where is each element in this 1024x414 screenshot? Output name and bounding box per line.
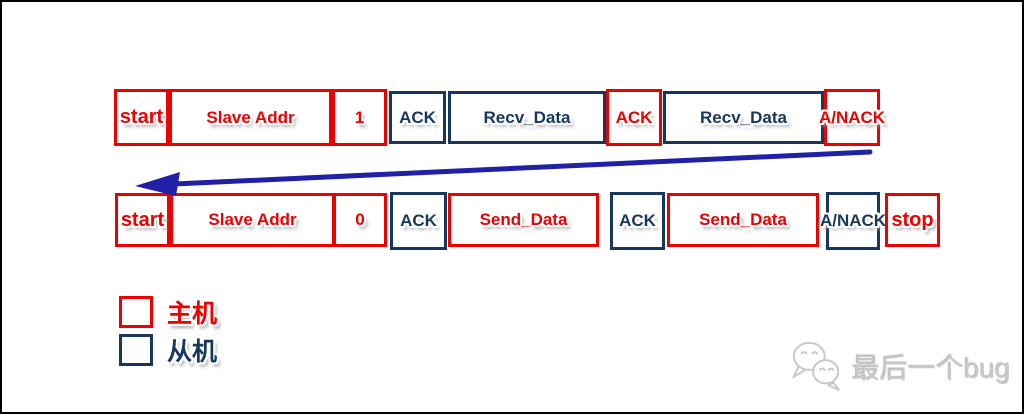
legend-label-master: 主机: [167, 300, 218, 328]
write-frame-cell-start: start: [115, 193, 170, 247]
write-frame-cell-ack: ACK: [610, 192, 665, 250]
write-frame-cell-send-data: Send_Data: [667, 193, 819, 247]
watermark-text: 最后一个bug: [852, 353, 1011, 384]
master-color-swatch: [119, 296, 153, 328]
legend-item-master: 主机: [119, 294, 217, 330]
write-frame-cell-stop: stop: [885, 193, 940, 247]
read-frame-cell-slave-addr: Slave Addr: [169, 89, 332, 146]
write-frame-cell-ack: ACK: [390, 192, 447, 250]
slave-color-swatch: [119, 334, 153, 366]
write-frame-cell-a-nack: A/NACK: [820, 192, 886, 250]
write-frame-cell-0: 0: [333, 193, 387, 247]
read-frame-cell-1: 1: [332, 89, 387, 146]
legend-label-slave: 从机: [167, 338, 218, 366]
read-frame-cell-a-nack: A/NACK: [819, 89, 885, 146]
read-frame-cell-ack: ACK: [606, 89, 662, 146]
read-frame-cell-ack: ACK: [389, 91, 446, 144]
watermark: 最后一个bug: [788, 340, 1011, 394]
read-frame-cell-recv-data: Recv_Data: [663, 91, 824, 144]
wechat-icon: [791, 341, 840, 392]
write-frame-cell-send-data: Send_Data: [448, 193, 599, 247]
read-frame-cell-start: start: [114, 89, 169, 146]
legend-item-slave: 从机: [119, 332, 217, 368]
write-frame-cell-slave-addr: Slave Addr: [170, 193, 335, 247]
read-frame-cell-recv-data: Recv_Data: [448, 91, 606, 144]
